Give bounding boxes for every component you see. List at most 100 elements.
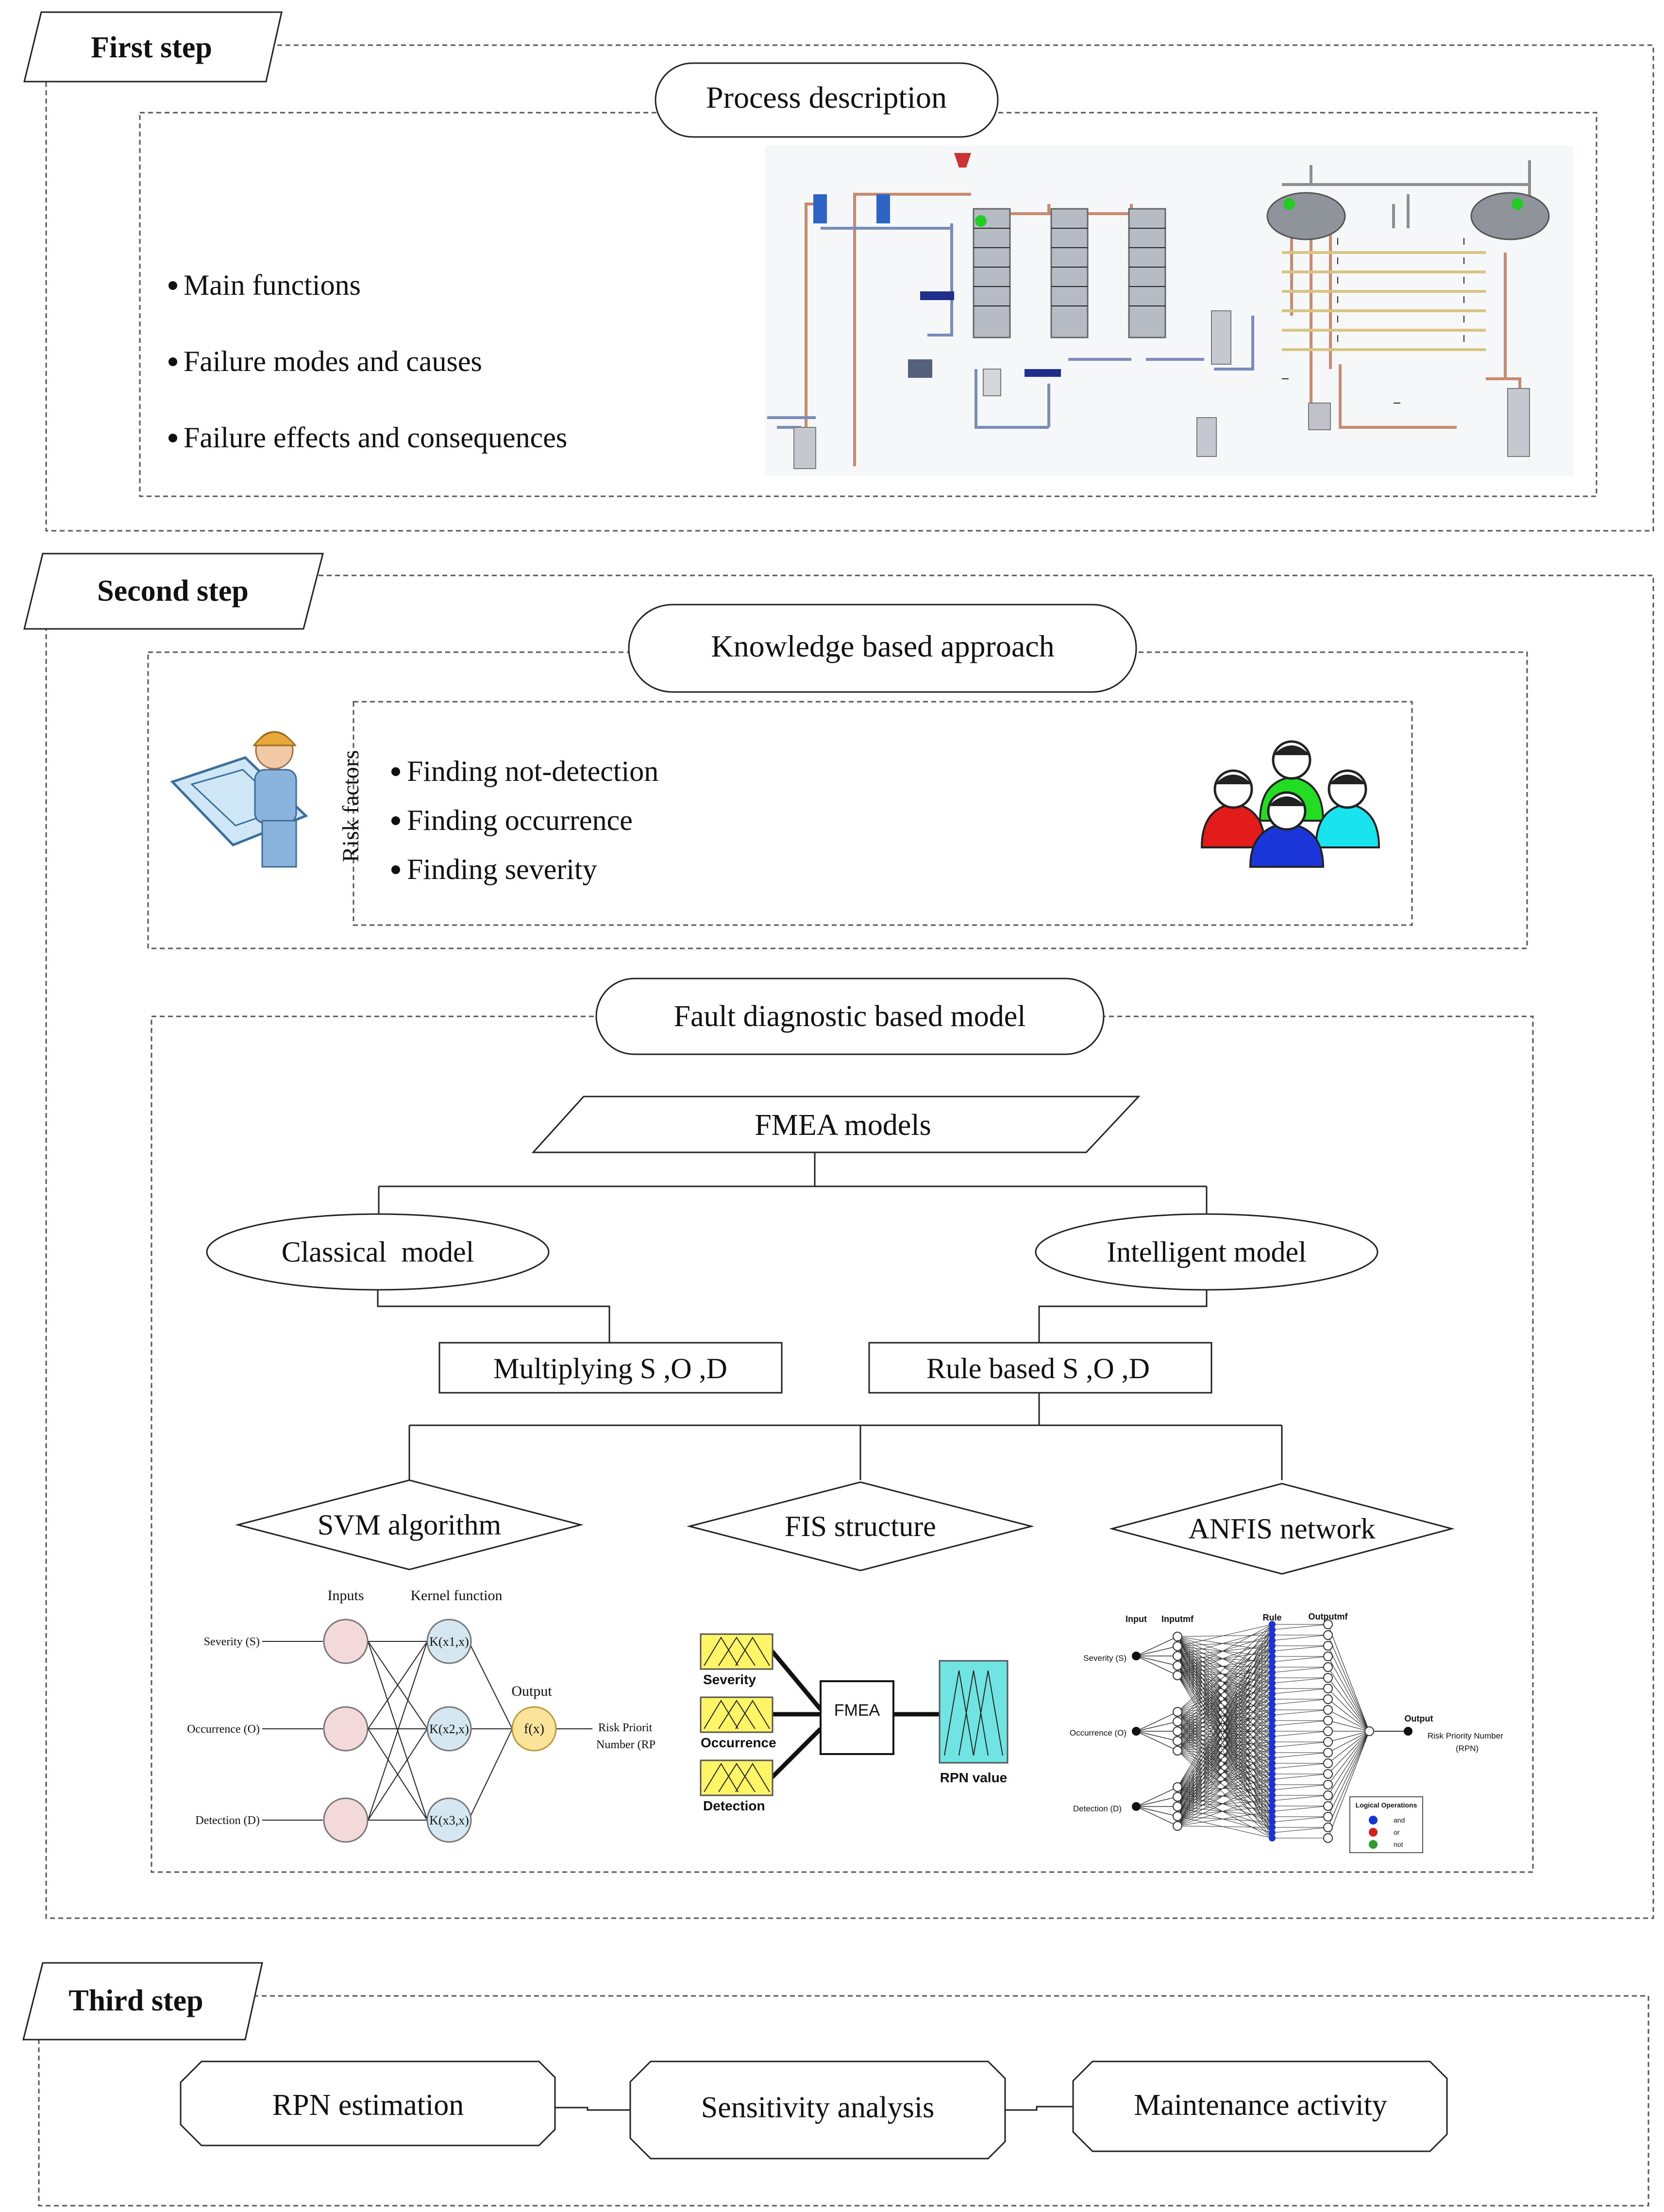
anfis-edge (1177, 1677, 1273, 1788)
anfis-edge (1177, 1661, 1273, 1751)
anfis-edge (1272, 1699, 1328, 1705)
second-step-frame (45, 574, 1654, 1919)
anfis-edge (1136, 1721, 1178, 1732)
svm-output-node-label: f(x) (524, 1722, 544, 1737)
anfis-rule-node (1269, 1637, 1276, 1644)
rule-based-sod-box (868, 1342, 1212, 1394)
person-hair (1268, 796, 1305, 806)
sensitivity-analysis-label: Sensitivity analysis (701, 2091, 935, 2124)
anfis-edge (1177, 1693, 1273, 1817)
anfis-rule-node (1269, 1712, 1276, 1719)
risk-factor-list: Finding not-detection Finding occurrence… (391, 755, 658, 885)
fis-output-mf (944, 1670, 1003, 1756)
schematic-vessel (1507, 388, 1530, 457)
third-step-connectors (555, 2106, 1073, 2111)
svm-kernel-node (426, 1797, 472, 1843)
anfis-rule-node (1269, 1658, 1276, 1665)
anfis-col-outputmf: Outputmf (1309, 1612, 1348, 1621)
anfis-edge (1177, 1624, 1273, 1807)
process-description-title: Process description (706, 80, 947, 115)
anfis-inputmf-node (1173, 1632, 1182, 1641)
fis-output-box (939, 1660, 1008, 1764)
anfis-edge (1328, 1624, 1370, 1732)
maintenance-activity-label: Maintenance activity (1134, 2089, 1387, 2122)
anfis-edge (1328, 1709, 1370, 1732)
anfis-edge (1136, 1711, 1178, 1732)
anfis-edge (1177, 1635, 1273, 1637)
anfis-rule-node (1269, 1632, 1276, 1638)
svm-output-header: Output (511, 1683, 552, 1699)
fis-center-label: FMEA (834, 1701, 880, 1720)
anfis-edge (1136, 1731, 1178, 1741)
distillation-column (1050, 208, 1089, 338)
model-connectors (377, 1289, 1208, 1343)
svm-input-node (323, 1619, 369, 1664)
anfis-rule-node (1269, 1824, 1276, 1831)
anfis-edge (1272, 1720, 1328, 1726)
bullet-dot (168, 281, 177, 290)
anfis-edge (1177, 1768, 1273, 1807)
anfis-edge (1177, 1811, 1273, 1826)
anfis-edge (1177, 1667, 1273, 1797)
anfis-col-rule: Rule (1262, 1613, 1281, 1622)
distillation-column (973, 208, 1011, 338)
process-bullet-list: Main functions Failure modes and causes … (168, 269, 567, 454)
anfis-edge (1272, 1731, 1328, 1737)
rpn-estimation-label: RPN estimation (272, 2089, 464, 2122)
first-step-tab (23, 11, 283, 83)
anfis-outputmf-node (1323, 1641, 1333, 1651)
bullet-failure-modes: Failure modes and causes (184, 345, 482, 377)
anfis-rule-node (1269, 1653, 1276, 1660)
first-step-label: First step (91, 31, 212, 64)
anfis-edge (1177, 1635, 1273, 1826)
anfis-edge (1177, 1656, 1273, 1741)
anfis-edge (1177, 1800, 1273, 1807)
anfis-sum-node (1364, 1726, 1374, 1736)
anfis-edge (1177, 1688, 1273, 1741)
anfis-legend (1349, 1796, 1423, 1853)
svm-kernel-header: Kernel function (410, 1587, 502, 1604)
anfis-edge (1177, 1677, 1273, 1751)
anfis-edge (1328, 1731, 1370, 1796)
anfis-edge (1136, 1655, 1178, 1666)
person-cyan-body (1314, 802, 1380, 848)
schematic-valve-bar (920, 291, 954, 300)
classical-model-ellipse (206, 1213, 550, 1291)
bullet-failure-effects: Failure effects and consequences (184, 422, 567, 454)
schematic-pipe (1282, 251, 1486, 351)
anfis-edge (1177, 1640, 1273, 1741)
anfis-edge (1177, 1693, 1273, 1722)
person-hair (1273, 745, 1310, 755)
anfis-edge (1177, 1635, 1273, 1732)
anfis-rule-node (1269, 1797, 1276, 1804)
anfis-edge (1177, 1672, 1273, 1676)
anfis-edge (1272, 1667, 1328, 1673)
anfis-inputmf-node (1173, 1811, 1182, 1821)
anfis-edge (1272, 1763, 1328, 1769)
anfis-edge (1177, 1645, 1273, 1788)
anfis-edge (1177, 1629, 1273, 1656)
anfis-edge (1328, 1677, 1370, 1732)
anfis-edge (1328, 1731, 1370, 1817)
anfis-edge (1177, 1704, 1273, 1807)
anfis-rule-node (1269, 1642, 1276, 1649)
anfis-col-input: Input (1126, 1614, 1147, 1624)
method-connectors (408, 1393, 1283, 1480)
anfis-rule-node (1269, 1813, 1276, 1820)
anfis-output-line1: Risk Priority Number (1428, 1731, 1503, 1740)
anfis-outputmf-node (1323, 1758, 1333, 1768)
legend-not-dot (1369, 1840, 1378, 1849)
anfis-edge (1272, 1656, 1328, 1662)
fmea-connectors (378, 1152, 1208, 1214)
anfis-inputmf-node (1173, 1671, 1182, 1680)
svm-input-label-detection: Detection (D) (195, 1814, 260, 1827)
svm-output-label-line2: Number (RP (596, 1739, 656, 1751)
first-step-frame (45, 44, 1654, 532)
anfis-edge (1177, 1784, 1273, 1807)
anfis-edge (1177, 1651, 1273, 1732)
anfis-edge (1136, 1636, 1178, 1656)
svm-algorithm-diamond (235, 1479, 584, 1570)
person-hair (1329, 775, 1366, 784)
svm-output-label-line1: Risk Priorit (598, 1722, 653, 1734)
